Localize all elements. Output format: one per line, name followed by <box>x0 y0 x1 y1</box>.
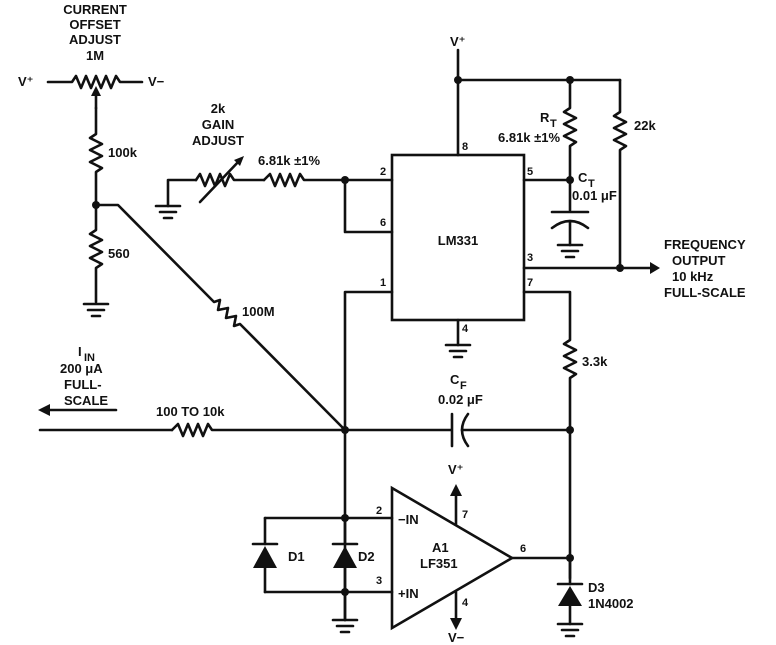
vplus-top-rail <box>456 48 622 157</box>
cf-label: C <box>450 372 460 387</box>
vplus-left-label: V⁺ <box>18 74 34 89</box>
diode-d1 <box>251 516 279 594</box>
offset-label-l2: OFFSET <box>69 17 120 32</box>
gain-label-l3: ADJUST <box>192 133 244 148</box>
gain-adjust-pot-2k <box>194 156 266 204</box>
ground-symbol-gain <box>154 178 198 220</box>
rt-label-sub: T <box>550 118 557 130</box>
resistor-22k <box>612 78 628 270</box>
rail-node-top <box>454 76 462 84</box>
opamp-a1 <box>390 485 515 631</box>
freq-label-l2: OUTPUT <box>672 253 726 268</box>
capacitor-ct <box>550 178 590 259</box>
gain-label-l1: 2k <box>211 101 226 116</box>
lm331-pin-7: 7 <box>527 277 533 289</box>
a1-pin-3: 3 <box>376 575 382 587</box>
r100to10k-label: 100 TO 10k <box>156 404 225 419</box>
a1-pin-4: 4 <box>462 597 469 609</box>
a1-vplus-arrow <box>450 484 462 496</box>
r33k-label: 3.3k <box>582 354 608 369</box>
iin-arrow-head <box>38 404 50 416</box>
ct-value: 0.01 μF <box>572 188 617 203</box>
offset-label-l1: CURRENT <box>63 2 127 17</box>
output-node <box>616 264 624 272</box>
d3-label: D3 <box>588 580 605 595</box>
iin-label-l4: SCALE <box>64 393 108 408</box>
d1-label: D1 <box>288 549 305 564</box>
lm331-pin-8: 8 <box>462 141 468 153</box>
lm331-pin-3: 3 <box>527 252 533 264</box>
lm331-label: LM331 <box>438 233 478 248</box>
wire-pin1 <box>343 290 394 622</box>
cf-label-sub: F <box>460 380 467 392</box>
offset-pot-1m <box>46 74 144 110</box>
vminus-left-label: V− <box>148 74 165 89</box>
a1-plus-in-label: +IN <box>398 586 419 601</box>
rt-label: R <box>540 110 550 125</box>
a1-vminus-label: V− <box>448 630 465 645</box>
capacitor-cf <box>343 412 572 448</box>
lm331-pin-6: 6 <box>380 217 386 229</box>
resistor-rt <box>562 78 578 182</box>
iin-label-l1: I <box>78 344 82 359</box>
freq-label-l1: FREQUENCY <box>664 237 746 252</box>
a1-vminus-arrow <box>450 618 462 630</box>
ground-symbol-left <box>82 302 110 318</box>
r22k-label: 22k <box>634 118 656 133</box>
freq-label-l3: 10 kHz <box>672 269 714 284</box>
lm331-pin-5: 5 <box>527 166 533 178</box>
a1-pin-2: 2 <box>376 505 382 517</box>
cf-value: 0.02 μF <box>438 392 483 407</box>
ct-label-sub: T <box>588 178 595 190</box>
r100k-label: 100k <box>108 145 138 160</box>
r560-label: 560 <box>108 246 130 261</box>
lm331-pin-2: 2 <box>380 166 386 178</box>
resistor-560 <box>88 203 104 304</box>
a1-label: A1 <box>432 540 449 555</box>
output-arrow <box>650 262 660 274</box>
iin-label-l2: 200 μA <box>60 361 103 376</box>
r681k-label: 6.81k ±1% <box>258 153 321 168</box>
a1-pin-7: 7 <box>462 509 468 521</box>
lm331-pin-4: 4 <box>462 323 469 335</box>
ground-symbol-lm331 <box>444 318 472 359</box>
d2-label: D2 <box>358 549 375 564</box>
wire-pin2 <box>343 178 394 234</box>
d3-part-label: 1N4002 <box>588 596 634 611</box>
a1-part-label: LF351 <box>420 556 458 571</box>
ground-symbol-a1 <box>331 590 359 634</box>
iin-label-sub: IN <box>84 352 95 364</box>
a1-pin-6: 6 <box>520 543 526 555</box>
resistor-100k <box>88 106 104 207</box>
a1-minus-in-label: −IN <box>398 512 419 527</box>
vplus-top-label: V⁺ <box>450 34 466 49</box>
lm331-pin-1: 1 <box>380 277 386 289</box>
r100m-label: 100M <box>242 304 275 319</box>
resistor-100m <box>94 203 347 432</box>
iin-label-l3: FULL- <box>64 377 102 392</box>
resistor-6-81k <box>262 172 347 188</box>
freq-label-l4: FULL-SCALE <box>664 285 746 300</box>
offset-label-l4: 1M <box>86 48 104 63</box>
resistor-3-3k <box>522 290 578 432</box>
a1-vplus-label: V⁺ <box>448 462 464 477</box>
diode-d2 <box>331 516 359 594</box>
gain-label-l2: GAIN <box>202 117 235 132</box>
diode-d3 <box>556 556 584 638</box>
rt-value: 6.81k ±1% <box>498 130 561 145</box>
ct-label: C <box>578 170 588 185</box>
resistor-100-to-10k <box>170 422 347 438</box>
offset-label-l3: ADJUST <box>69 32 121 47</box>
